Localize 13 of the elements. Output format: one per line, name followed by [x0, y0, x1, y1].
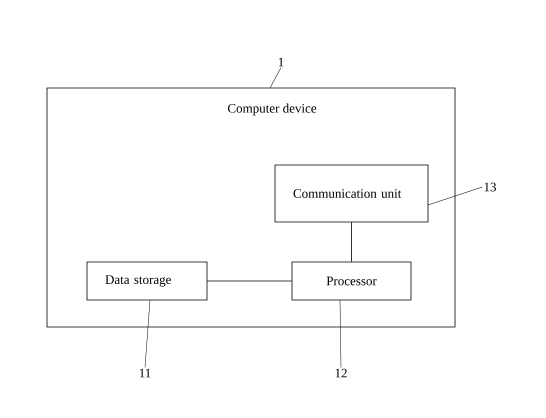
leader-line [270, 67, 282, 88]
callout-number: 1 [278, 58, 284, 66]
connector-line [351, 222, 352, 262]
component-box: Data storage [86, 262, 208, 300]
callout-number: 12 [336, 368, 347, 378]
leader-line [428, 186, 483, 206]
component-box: Processor [292, 262, 412, 300]
leader-line [144, 300, 150, 368]
component-box: Communication unit [274, 164, 428, 222]
connector-line [207, 280, 292, 282]
leader-line [340, 300, 342, 368]
callout-number: 11 [140, 368, 150, 378]
callout-number: 13 [484, 182, 496, 192]
